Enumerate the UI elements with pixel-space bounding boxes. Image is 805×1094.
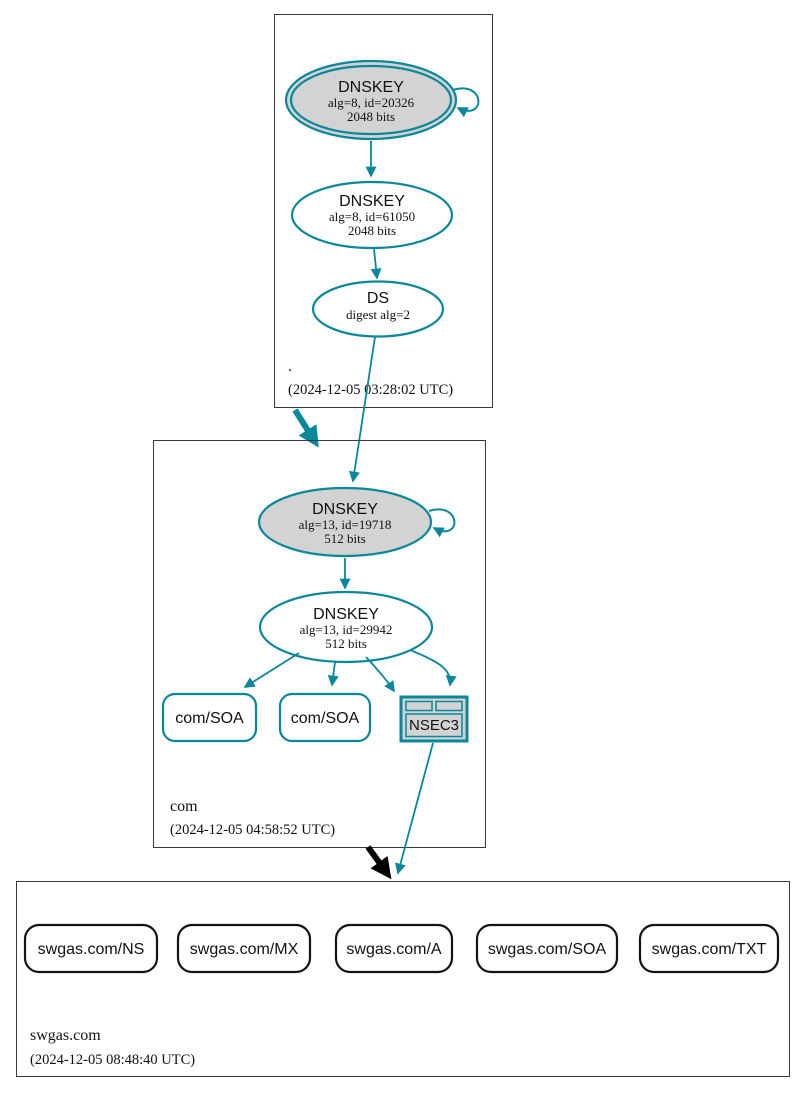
edge-root-ksk-self-sign [452,87,480,118]
com-zsk-alg: alg=13, id=29942 [300,622,393,637]
dnskey-node-com-ksk [257,486,433,558]
com-zsk-bits: 512 bits [325,636,367,651]
dnskey-node-root-ksk [284,59,458,141]
rrset-node-com-soa-1 [161,692,258,743]
zone-label-swgas-com: swgas.com [30,1027,101,1044]
nsec3-body-cell [405,713,463,738]
zone-box-root [274,14,493,408]
zone-timestamp-com: (2024-12-05 04:58:52 UTC) [170,822,335,838]
dnskey-node-com-zsk [258,590,434,664]
rrset-node-swgas-mx [176,923,312,974]
com-zsk-title: DNSKEY [313,606,379,623]
ds-alg: digest alg=2 [346,307,410,322]
root-zsk-bits: 2048 bits [348,223,396,238]
zone-timestamp-swgas-com: (2024-12-05 08:48:40 UTC) [30,1052,195,1068]
edge-com-swgas-insecure-delegation [365,845,392,880]
edge-com-zsk-soa-1 [243,652,300,688]
nsec3-header-cell-right [435,700,463,712]
com-ksk-alg: alg=13, id=19718 [299,517,392,532]
edge-ds-com-ksk [348,336,376,483]
rrset-node-com-soa-2 [278,692,372,743]
swgas-mx-label: swgas.com/MX [190,941,299,958]
com-soa-2-label: com/SOA [291,710,360,727]
dnskey-node-root-zsk [290,180,454,250]
root-zsk-alg: alg=8, id=61050 [329,209,415,224]
nsec3-node: NSEC3 [399,695,469,743]
swgas-a-label: swgas.com/A [346,941,441,958]
root-ksk-title: DNSKEY [338,79,404,96]
zone-com: DNSKEY alg=13, id=19718 512 bits DNSKEY … [153,440,486,848]
zone-box-swgas-com [16,881,790,1077]
zone-box-com [153,440,486,848]
zone-label-com: com [170,798,198,815]
zone-label-root: . [288,358,292,375]
edge-root-com-delegation [292,408,319,448]
root-ksk-alg: alg=8, id=20326 [328,95,415,110]
edge-nsec3-swgas-proof [395,742,434,875]
rrset-node-swgas-ns [23,923,159,974]
root-zsk-title: DNSKEY [339,193,405,210]
zone-swgas-com: swgas.com/NS swgas.com/MX swgas.com/A sw… [16,881,790,1077]
edge-com-ksk-self-sign [428,508,456,538]
rrset-node-swgas-txt [638,923,780,974]
com-ksk-bits: 512 bits [324,531,366,546]
zone-root: DNSKEY alg=8, id=20326 2048 bits DNSKEY … [274,14,493,408]
rrset-node-swgas-soa [475,923,619,974]
nsec3-label: NSEC3 [409,717,459,734]
com-soa-1-label: com/SOA [175,710,244,727]
swgas-txt-label: swgas.com/TXT [652,941,767,958]
ds-title: DS [367,290,389,307]
dnskey-node-root-ksk-inner-ring [289,64,453,136]
edge-com-zsk-nsec3-a [365,656,395,693]
edge-com-zsk-soa-2 [327,661,339,687]
swgas-ns-label: swgas.com/NS [38,941,145,958]
com-ksk-title: DNSKEY [312,501,378,518]
root-ksk-bits: 2048 bits [347,109,395,124]
zone-timestamp-root: (2024-12-05 03:28:02 UTC) [288,382,453,398]
edge-com-zsk-nsec3-b [409,649,457,687]
nsec3-header-cell-left [405,700,433,712]
rrset-node-swgas-a [334,923,454,974]
swgas-soa-label: swgas.com/SOA [488,941,607,958]
edge-root-zsk-ds [370,248,382,280]
ds-node-com [311,280,445,338]
